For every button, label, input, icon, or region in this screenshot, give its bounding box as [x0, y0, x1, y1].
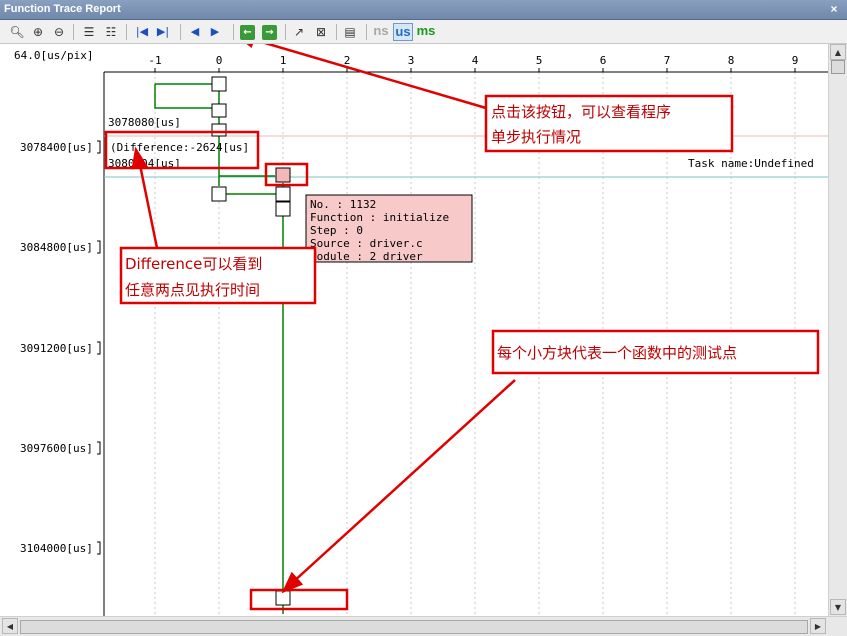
x-tick-label: 8 [728, 54, 735, 67]
x-tick-label: 9 [792, 54, 799, 67]
horizontal-scrollbar[interactable]: ◀ ▶ [0, 616, 847, 636]
scroll-right-icon[interactable]: ▶ [810, 618, 826, 634]
x-tick-labels: -1 0 1 2 3 4 5 6 7 8 9 [148, 54, 798, 67]
x-ticks [154, 68, 796, 72]
tooltip-line: Source : driver.c [310, 237, 423, 250]
x-tick-label: 7 [664, 54, 671, 67]
tooltip-line: Module : 2_driver [310, 250, 423, 263]
bottom-point-highlight [249, 588, 349, 611]
difference-highlight [104, 130, 260, 170]
vertical-scroll-thumb[interactable] [831, 60, 845, 74]
zoom-in-icon[interactable]: ⊕ [32, 25, 44, 39]
test-point[interactable] [211, 76, 227, 92]
time-marker-a: 3078080[us] [108, 116, 181, 129]
selected-point-highlight [264, 162, 309, 187]
tooltip-line: Function : initialize [310, 211, 449, 224]
y-label: 3084800[us] [20, 241, 93, 254]
toolbar: 🔍︎ ⊕ ⊖ ☰ ☷ |◀ ▶| ◀ ▶ ← → ↗ ⊠ ▤ ns us ms [0, 20, 847, 44]
x-tick-label: 3 [408, 54, 415, 67]
trace-chart-svg: 64.0[us/pix] -1 0 1 2 3 4 5 6 7 8 9 3078… [14, 20, 828, 616]
close-icon[interactable]: × [830, 2, 838, 16]
annotation-callouts [119, 94, 820, 375]
selected-test-point[interactable] [275, 167, 291, 183]
function-tooltip: No. : 1132 Function : initialize Step : … [305, 194, 473, 263]
step-forward-icon[interactable]: ▶ [210, 25, 220, 38]
y-label: 3104000[us] [20, 542, 93, 555]
back-arrow-icon[interactable]: ← [240, 25, 255, 40]
difference-note-line: Difference可以看到 [125, 255, 262, 273]
forward-arrow-icon[interactable]: → [262, 25, 277, 40]
test-point[interactable] [275, 201, 291, 217]
test-point[interactable] [275, 590, 291, 606]
x-tick-label: 6 [600, 54, 607, 67]
clear-icon[interactable]: ⊠ [315, 25, 327, 39]
y-label: 3078400[us] [20, 141, 93, 154]
x-tick-label: 4 [472, 54, 479, 67]
x-tick-label: 1 [280, 54, 287, 67]
step-button-note-line: 点击该按钮，可以查看程序 [491, 103, 671, 121]
tooltip-line: Step : 0 [310, 224, 363, 237]
zoom-out-icon[interactable]: ⊖ [53, 25, 65, 39]
x-tick-label: 2 [344, 54, 351, 67]
x-tick-label: 5 [536, 54, 543, 67]
test-point[interactable] [211, 186, 227, 202]
zoom-icon[interactable]: 🔍︎ [9, 25, 25, 39]
test-point-callout [491, 329, 820, 375]
step-button-note-line: 单步执行情况 [491, 128, 581, 146]
difference-callout [119, 246, 317, 305]
jump-source-icon[interactable]: ↗ [293, 25, 305, 39]
first-step-icon[interactable]: |◀ [135, 25, 149, 38]
last-step-icon[interactable]: ▶| [156, 25, 170, 38]
window-title: Function Trace Report [4, 3, 121, 15]
test-point[interactable] [211, 103, 227, 118]
scroll-down-icon[interactable]: ▼ [830, 599, 846, 615]
vertical-scrollbar[interactable]: ▲ ▼ [828, 44, 847, 616]
y-label: 3097600[us] [20, 442, 93, 455]
y-labels: 3078400[us] 3084800[us] 3091200[us] 3097… [20, 141, 93, 555]
scroll-left-icon[interactable]: ◀ [2, 618, 18, 634]
task-name-label: Task name:Undefined [688, 157, 814, 170]
test-points[interactable] [211, 76, 291, 606]
window-titlebar: Function Trace Report × [0, 0, 847, 20]
scale-label: 64.0[us/pix] [14, 49, 93, 62]
tooltip-line: No. : 1132 [310, 198, 376, 211]
annotation-arrows [131, 31, 516, 594]
test-point-note: 每个小方块代表一个函数中的测试点 [497, 344, 737, 362]
scroll-up-icon[interactable]: ▲ [830, 44, 846, 60]
test-point[interactable] [275, 186, 291, 202]
y-ticks [97, 140, 101, 555]
horizontal-scroll-thumb[interactable] [20, 620, 808, 634]
unit-ms-button[interactable]: ms [416, 23, 436, 38]
unit-us-button[interactable]: us [393, 23, 413, 41]
difference-label: (Difference:-2624[us] [110, 141, 249, 154]
step-back-icon[interactable]: ◀ [190, 25, 200, 38]
difference-note-line: 任意两点见执行时间 [125, 281, 260, 299]
test-point[interactable] [211, 123, 227, 137]
step-button-callout [484, 94, 734, 153]
x-tick-label: 0 [216, 54, 223, 67]
collapse-lines-icon[interactable]: ☷ [105, 25, 117, 39]
y-label: 3091200[us] [20, 342, 93, 355]
expand-lines-icon[interactable]: ☰ [83, 25, 95, 39]
unit-ns-button[interactable]: ns [373, 23, 389, 38]
properties-icon[interactable]: ▤ [344, 25, 356, 39]
x-tick-label: -1 [148, 54, 161, 67]
trace-chart[interactable]: 64.0[us/pix] -1 0 1 2 3 4 5 6 7 8 9 3078… [0, 20, 828, 616]
